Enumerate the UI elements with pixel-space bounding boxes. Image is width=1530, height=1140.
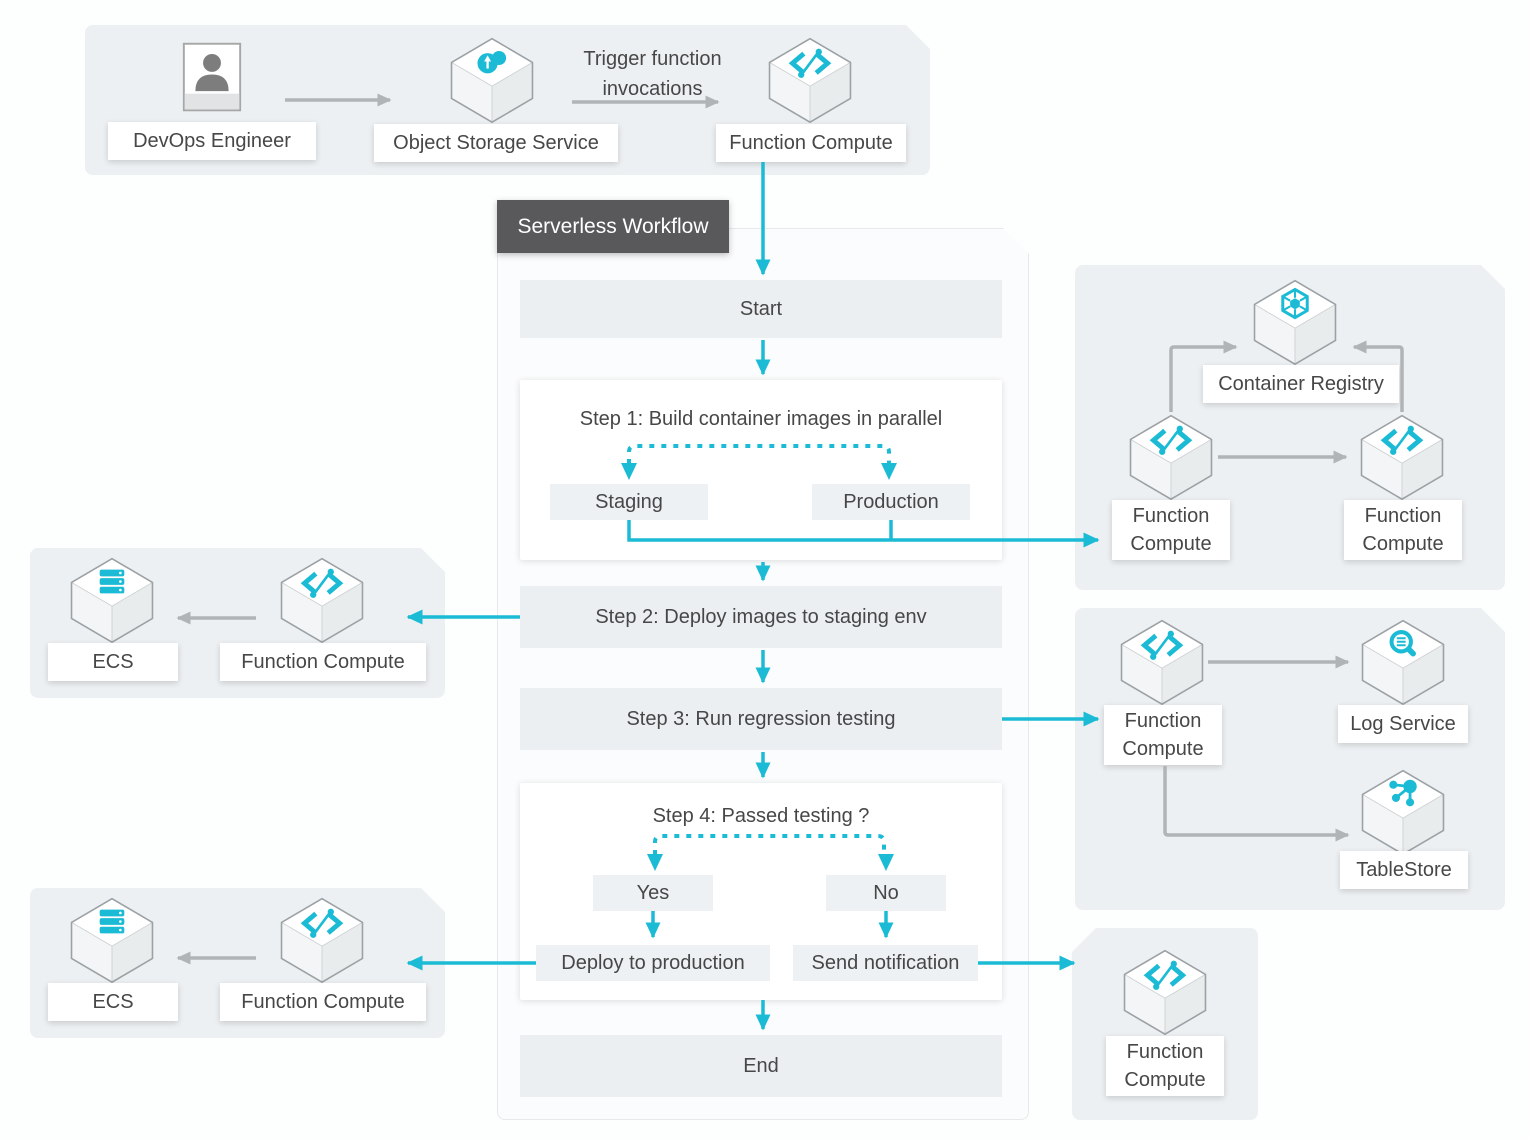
step2-label: Step 2: Deploy images to staging env: [595, 605, 927, 628]
staging-node: Staging: [550, 484, 708, 520]
ecs-icon: [68, 556, 156, 644]
tablestore-label-text: TableStore: [1356, 859, 1452, 881]
production-label: Production: [843, 490, 939, 513]
no-node: No: [826, 875, 946, 911]
ecs-bottom-label: ECS: [48, 983, 178, 1021]
object-storage-label-text: Object Storage Service: [393, 132, 599, 154]
ecs-label-text: ECS: [92, 651, 134, 673]
object-storage-label: Object Storage Service: [374, 124, 618, 162]
devops-engineer-label-text: DevOps Engineer: [133, 130, 291, 152]
function-compute-registry-right-label-text: Function Compute: [1362, 505, 1444, 555]
trigger-caption-line1: Trigger function: [583, 48, 722, 70]
function-compute-left-bottom-label-text: Function Compute: [241, 991, 405, 1013]
object-storage-icon: [448, 36, 536, 124]
function-compute-icon: [1121, 948, 1209, 1036]
ecs-icon: [68, 896, 156, 984]
step1-box: Step 1: Build container images in parall…: [520, 380, 1002, 560]
function-compute-top-label: Function Compute: [716, 124, 906, 162]
serverless-workflow-title: Serverless Workflow: [517, 214, 709, 238]
function-compute-top-label-text: Function Compute: [729, 132, 893, 154]
tablestore-icon: [1359, 768, 1447, 856]
start-label: Start: [739, 297, 783, 320]
container-registry-label: Container Registry: [1203, 365, 1399, 403]
deploy-to-production-node: Deploy to production: [536, 945, 770, 981]
function-compute-icon: [1358, 413, 1446, 501]
function-compute-registry-right-label: Function Compute: [1344, 500, 1462, 560]
trigger-caption-line2: invocations: [602, 78, 703, 100]
send-notification-label: Send notification: [811, 951, 960, 974]
step4-title: Step 4: Passed testing ?: [652, 805, 870, 827]
function-compute-registry-left-label: Function Compute: [1112, 500, 1230, 560]
serverless-workflow-header: Serverless Workflow: [497, 200, 729, 253]
container-registry-label-text: Container Registry: [1218, 373, 1384, 395]
step3-label: Step 3: Run regression testing: [626, 707, 896, 730]
yes-node: Yes: [593, 875, 713, 911]
start-node: Start: [520, 280, 1002, 338]
ecs-bottom-label-text: ECS: [92, 991, 134, 1013]
send-notification-node: Send notification: [793, 945, 978, 981]
yes-label: Yes: [636, 881, 670, 904]
step2-node: Step 2: Deploy images to staging env: [520, 586, 1002, 648]
ecs-label: ECS: [48, 643, 178, 681]
function-compute-icon: [278, 896, 366, 984]
end-label: End: [743, 1054, 779, 1077]
function-compute-icon: [1127, 413, 1215, 501]
function-compute-icon: [278, 556, 366, 644]
no-label: No: [873, 881, 899, 904]
deploy-to-production-label: Deploy to production: [561, 951, 745, 974]
function-compute-testing-label: Function Compute: [1104, 705, 1222, 765]
log-service-icon: [1359, 618, 1447, 706]
production-node: Production: [812, 484, 970, 520]
step1-title: Step 1: Build container images in parall…: [579, 408, 943, 430]
log-service-label-text: Log Service: [1350, 713, 1456, 735]
function-compute-registry-left-label-text: Function Compute: [1130, 505, 1212, 555]
function-compute-testing-label-text: Function Compute: [1122, 710, 1204, 760]
function-compute-left-bottom-label: Function Compute: [220, 983, 426, 1021]
container-registry-icon: [1251, 278, 1339, 366]
devops-engineer-icon: [180, 41, 244, 115]
tablestore-label: TableStore: [1340, 851, 1468, 889]
end-node: End: [520, 1035, 1002, 1097]
function-compute-left-mid-label: Function Compute: [220, 643, 426, 681]
trigger-invocations-caption: Trigger function invocations: [560, 44, 745, 104]
step3-node: Step 3: Run regression testing: [520, 688, 1002, 750]
function-compute-icon: [766, 36, 854, 124]
staging-label: Staging: [595, 490, 663, 513]
log-service-label: Log Service: [1338, 705, 1468, 743]
function-compute-icon: [1118, 618, 1206, 706]
devops-engineer-label: DevOps Engineer: [108, 122, 316, 160]
function-compute-notify-label-text: Function Compute: [1124, 1041, 1206, 1091]
function-compute-notify-label: Function Compute: [1106, 1036, 1224, 1096]
function-compute-left-mid-label-text: Function Compute: [241, 651, 405, 673]
